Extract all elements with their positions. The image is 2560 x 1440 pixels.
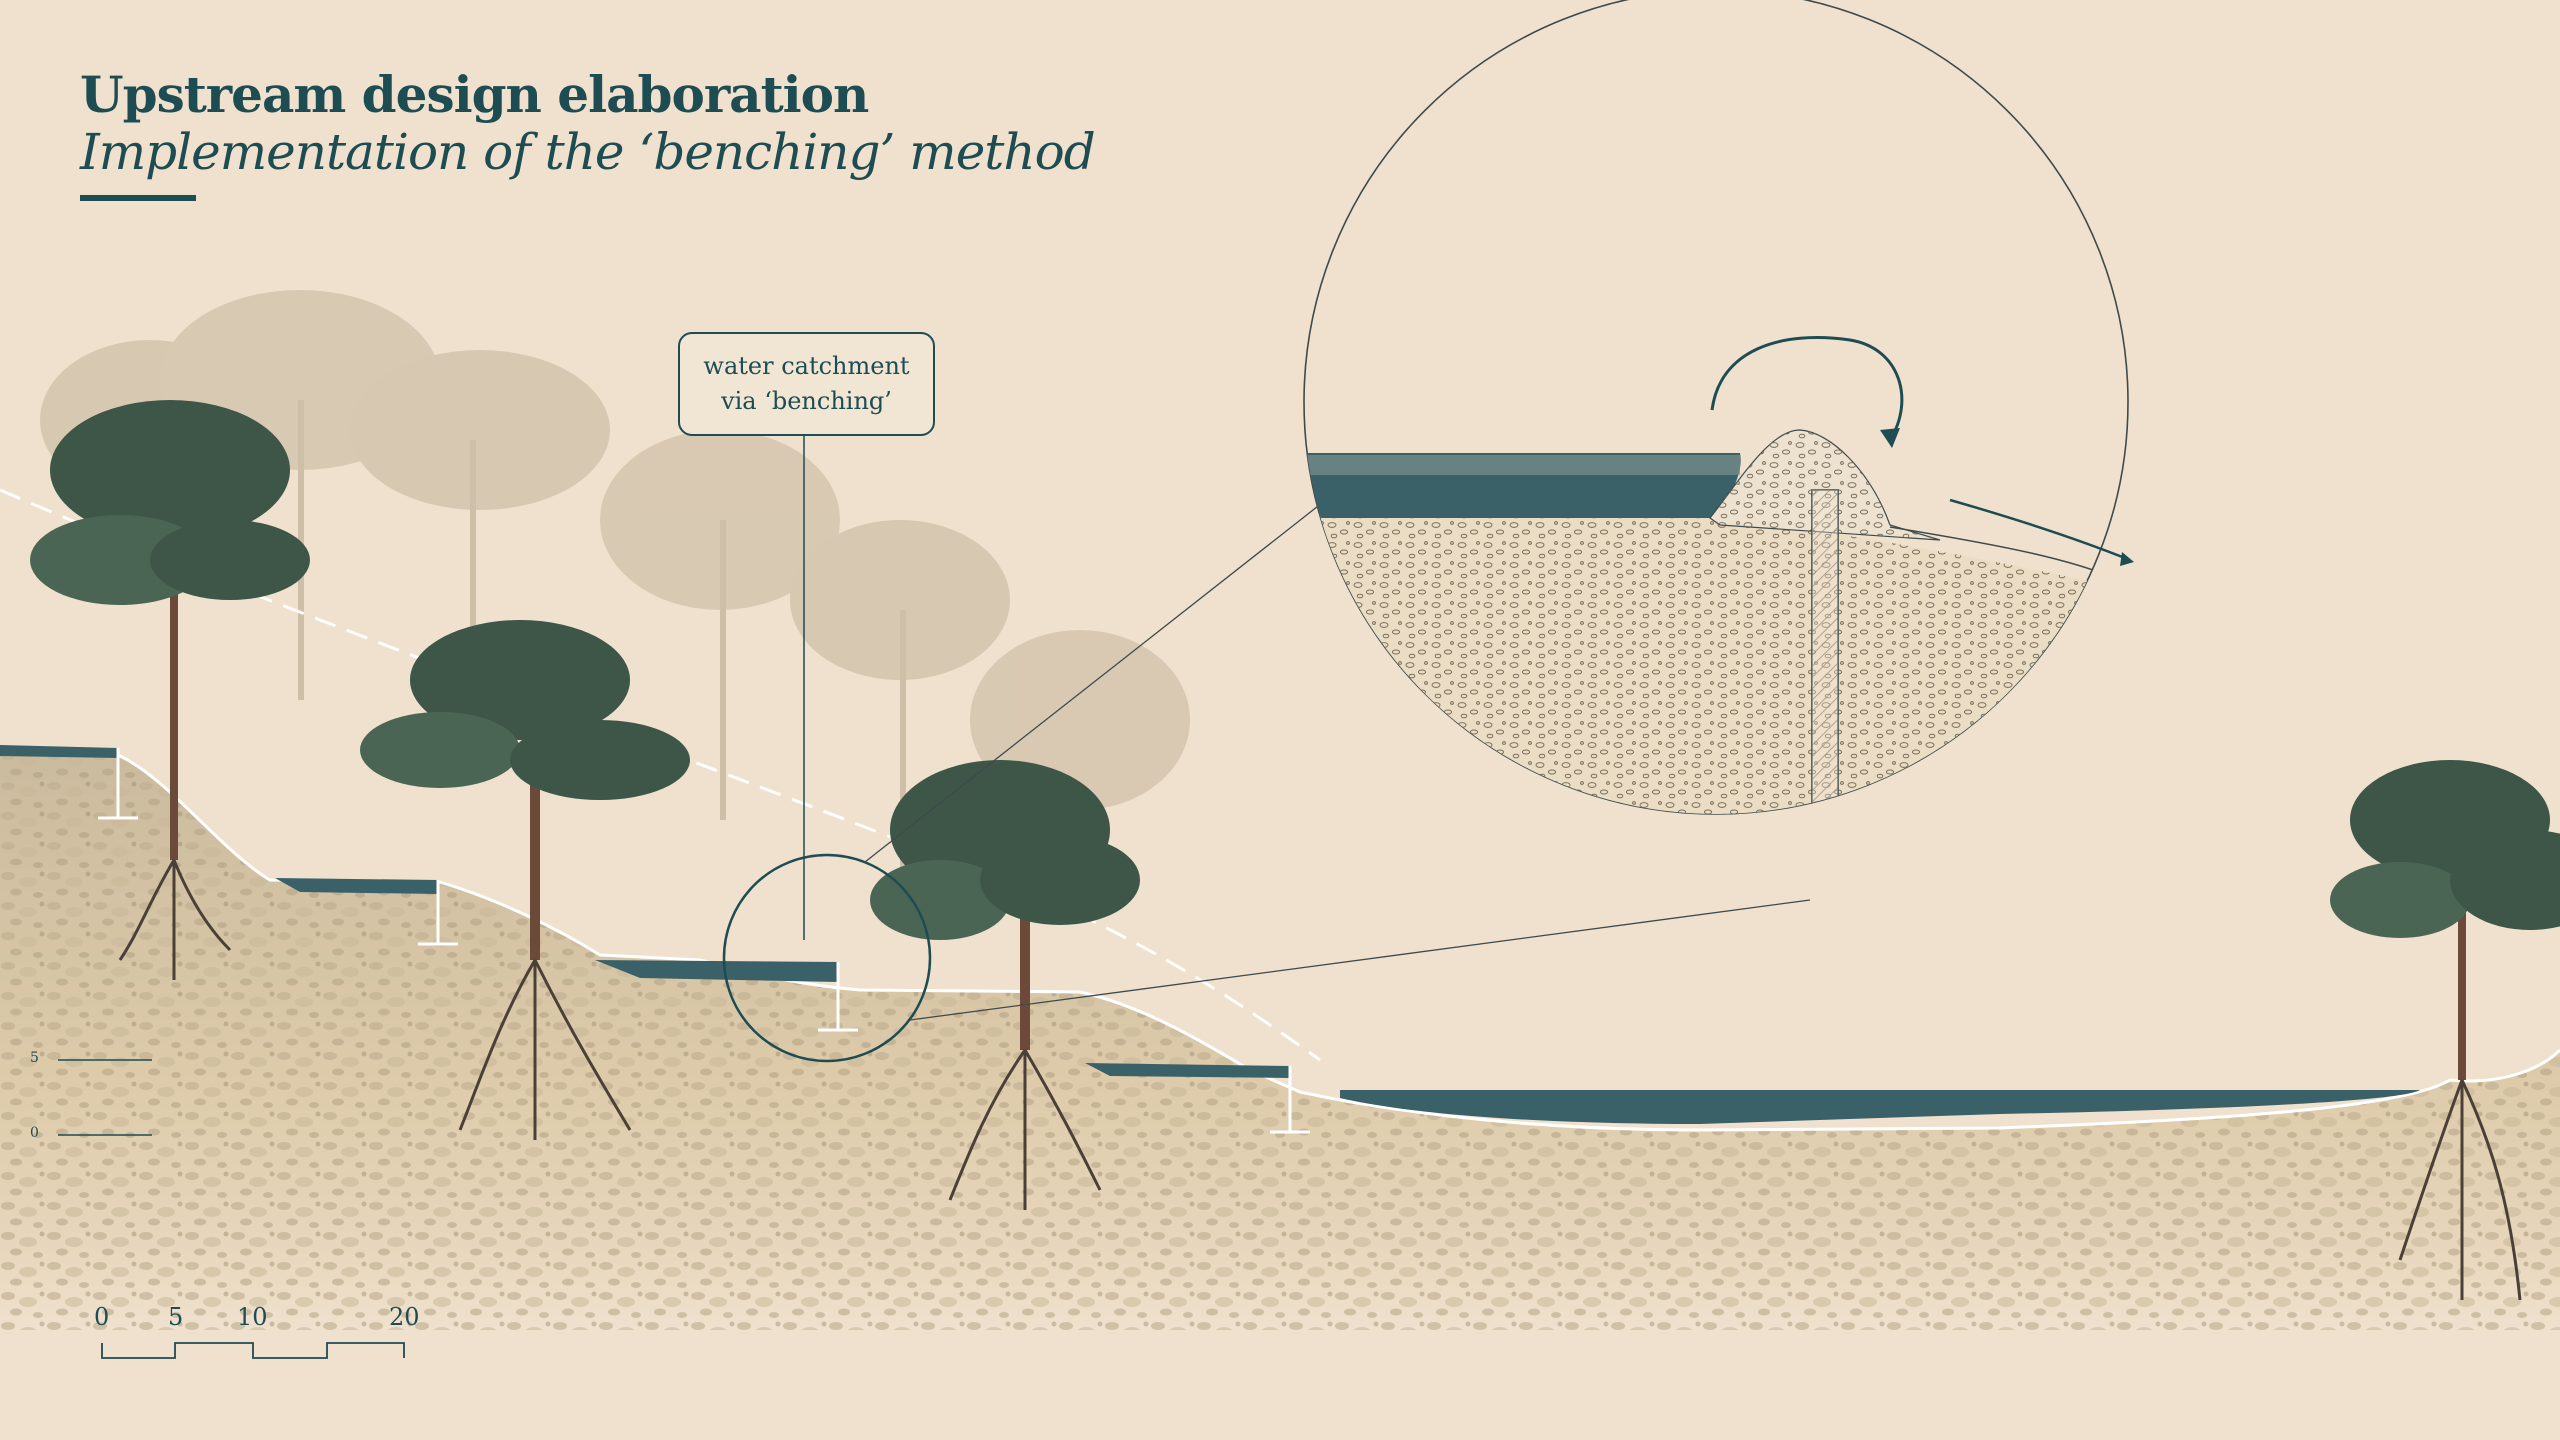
water-bench-1 [0, 745, 118, 758]
water-bench-3 [595, 960, 838, 982]
terrace-surface-line [0, 748, 2560, 1132]
water-benches [0, 745, 2420, 1124]
scale-label-5: 5 [168, 1303, 184, 1331]
detail-marker-circle [722, 853, 932, 1063]
water-bench-5 [1340, 1090, 2420, 1124]
callout-line-1: water catchment [703, 352, 910, 381]
page-subtitle: Implementation of the ‘benching’ method [80, 122, 1096, 181]
title-block: Upstream design elaboration Implementati… [80, 65, 1096, 201]
level-label-5: 5 [30, 1050, 39, 1066]
pine-tree [30, 400, 310, 980]
zoom-tangent-bottom [909, 899, 1811, 1021]
detail-magnified [1303, 0, 2134, 815]
l-retaining-wall [1677, 489, 1881, 814]
level-label-0: 0 [30, 1125, 39, 1141]
callout-line-2: via ‘benching’ [721, 387, 892, 415]
water-bench-2 [275, 878, 438, 894]
pine-tree [360, 620, 690, 1140]
level-markers [58, 1059, 152, 1136]
callout-water-catchment: water catchment via ‘benching’ [678, 332, 935, 436]
background-trees [40, 290, 1190, 910]
foreground-trees [30, 400, 2560, 1301]
original-slope-line [0, 488, 1321, 1062]
pine-tree [2330, 760, 2560, 1301]
scale-bar [101, 1342, 405, 1359]
retaining-walls [98, 748, 1310, 1134]
pine-tree [870, 760, 1140, 1210]
flow-arrow-overflow [1710, 336, 1904, 441]
flow-arrow-runoff [1949, 498, 2131, 562]
scale-label-10: 10 [237, 1303, 268, 1331]
scale-label-0: 0 [94, 1303, 110, 1331]
scale-label-20: 20 [389, 1303, 420, 1331]
water-bench-4 [1085, 1063, 1290, 1078]
title-underline [80, 195, 196, 201]
page-title: Upstream design elaboration [80, 65, 869, 124]
